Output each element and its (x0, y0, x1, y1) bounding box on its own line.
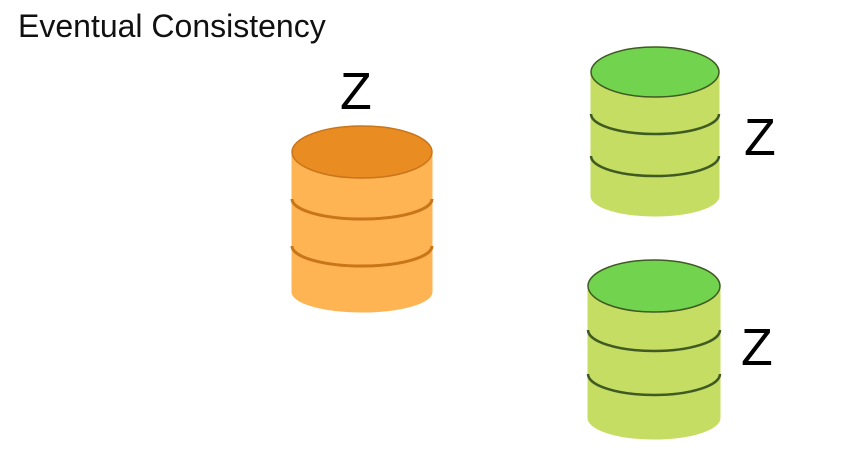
replica-1-value-label: Z (744, 109, 776, 167)
db-band-2 (290, 245, 434, 268)
primary-database-icon (290, 125, 434, 313)
db-body (590, 71, 720, 217)
replica-database-1-icon (589, 46, 721, 217)
db-band-1 (589, 113, 721, 136)
primary-value-label: Z (340, 63, 372, 121)
db-top (291, 125, 433, 179)
db-band-2 (586, 373, 722, 397)
db-top (587, 259, 721, 313)
replica-2-value-label: Z (741, 319, 773, 377)
db-body (291, 151, 433, 313)
db-band-1 (290, 198, 434, 221)
replica-database-2-icon (586, 259, 722, 440)
db-top (590, 46, 720, 98)
db-band-2 (589, 155, 721, 178)
db-body (587, 285, 721, 440)
diagram-title: Eventual Consistency (18, 8, 326, 44)
db-band-1 (586, 329, 722, 353)
